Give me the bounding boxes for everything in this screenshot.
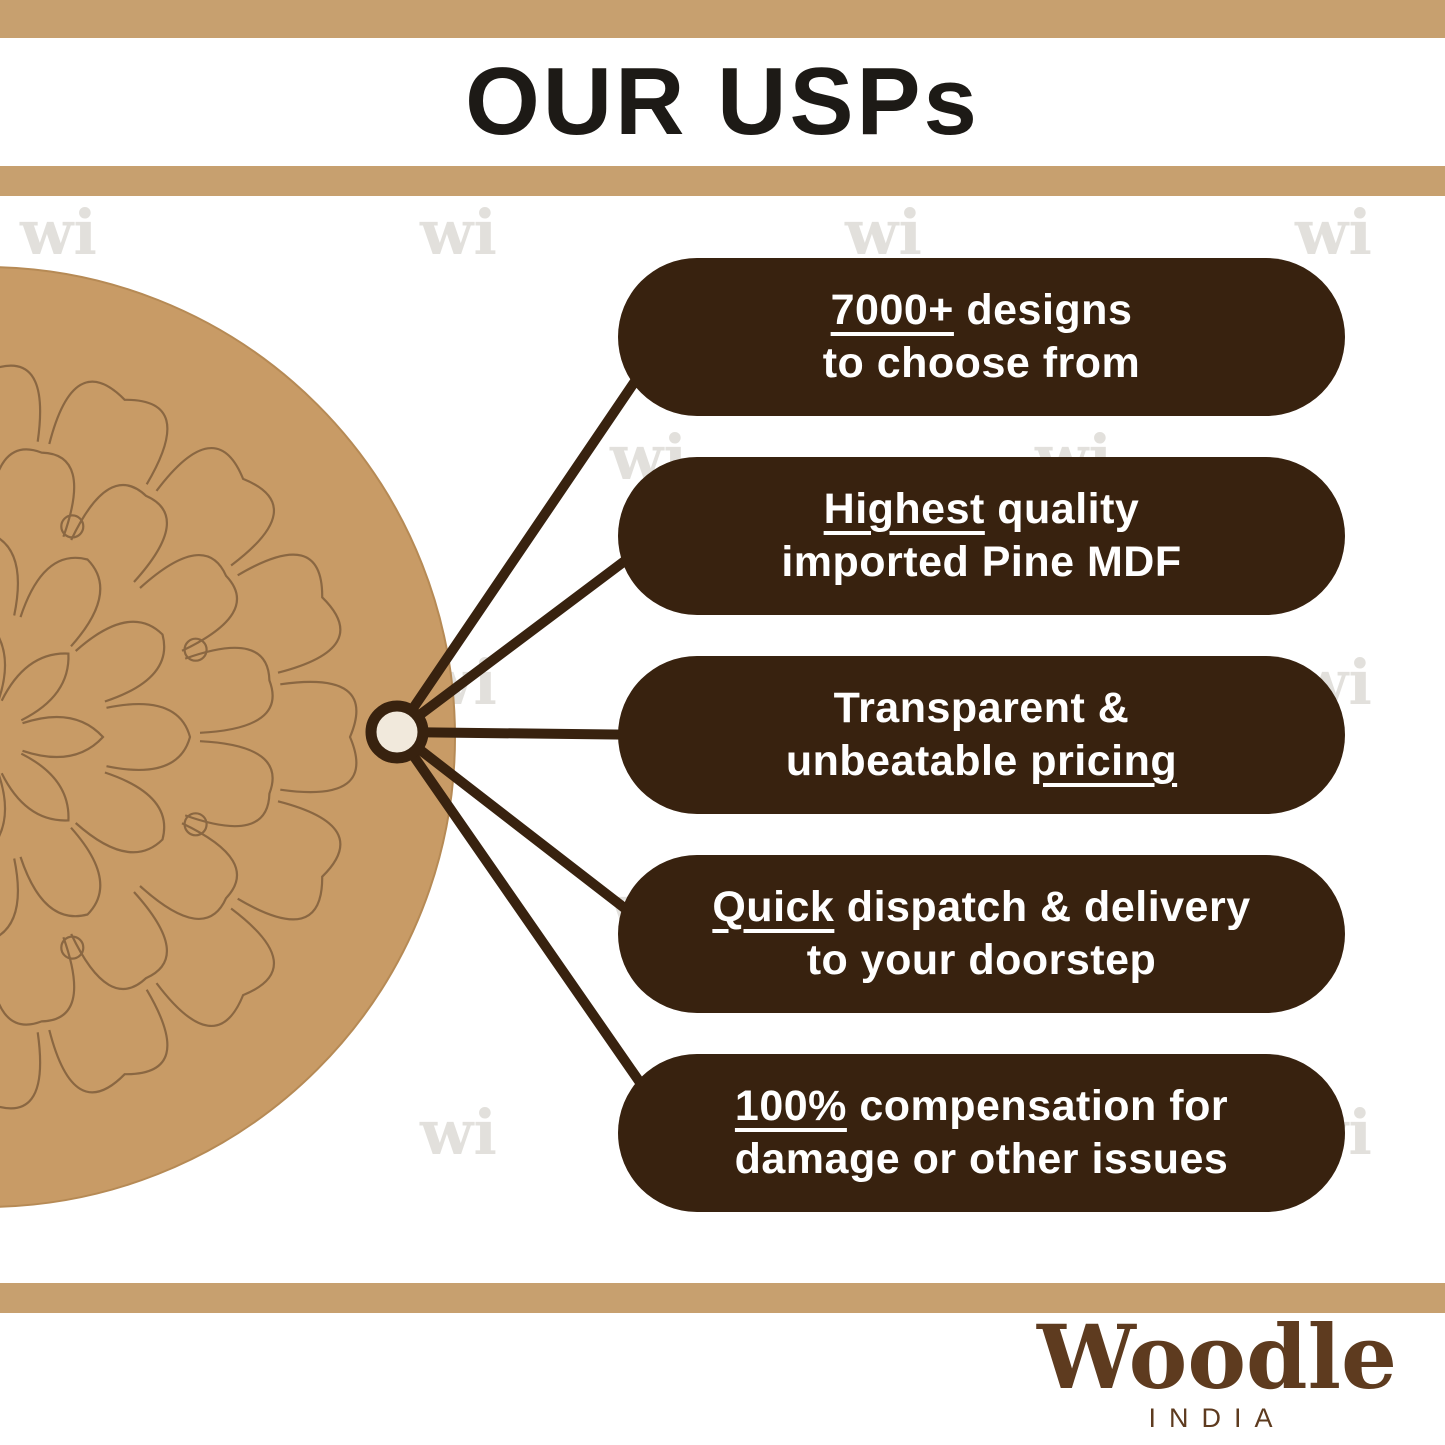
usp-line: 100% compensation for [735,1080,1228,1133]
brand-name: Woodle [1037,1305,1397,1409]
usp-line: Quick dispatch & delivery [712,881,1250,934]
usp-line: damage or other issues [735,1133,1229,1186]
usp-text: imported Pine MDF [781,538,1182,586]
brand-logo: Woodle INDIA [1037,1313,1397,1434]
usp-line: 7000+ designs [831,284,1133,337]
wi-watermark-icon: wi [1295,196,1372,269]
connector-lines [365,332,680,1138]
connector-line-3 [392,727,657,740]
usp-line: unbeatable pricing [786,735,1177,788]
usp-pill-3: Transparent &unbeatable pricing [618,656,1345,814]
wi-watermark-icon: wi [420,1096,497,1169]
hub-dot-icon [365,700,429,764]
mid-band [0,166,1445,196]
mandala-disc [0,266,456,1208]
usp-line: Highest quality [824,483,1140,536]
connector-line-1 [392,332,670,737]
usp-line: imported Pine MDF [781,536,1181,589]
usp-underlined-text: 100% [734,1081,847,1130]
bottom-band [0,1283,1445,1313]
usp-underlined-text: Highest [823,484,985,533]
main-area: wiwiwiwiwiwiwiwiwiwiwiwiwiwiwiwiwiwiwiwi… [0,196,1445,1283]
page-title: OUR USPs [465,48,980,155]
usp-text: dispatch & delivery [834,882,1251,931]
connector-line-5 [392,727,680,1138]
footer: Woodle INDIA [0,1313,1445,1445]
usp-underlined-text: 7000+ [830,285,954,334]
usp-underlined-text: pricing [1030,737,1178,785]
usp-text: quality [984,484,1140,533]
usp-line: to your doorstep [807,934,1157,987]
usp-text: Transparent & [833,683,1130,732]
usp-underlined-text: Quick [712,882,835,931]
usp-line: Transparent & [834,682,1130,735]
usp-text: unbeatable [785,737,1031,785]
usp-text: to your doorstep [806,936,1157,984]
wi-watermark-icon: wi [845,196,922,269]
brand-country: INDIA [1148,1403,1286,1433]
connector-line-2 [392,531,663,737]
usp-text: to choose from [822,339,1141,387]
usp-text: designs [953,285,1133,334]
wi-watermark-icon: wi [420,196,497,269]
wi-watermark-icon: wi [20,196,97,269]
connector-line-4 [392,727,663,939]
top-band [0,0,1445,38]
usp-line: to choose from [823,337,1141,390]
title-band: OUR USPs [0,38,1445,166]
usp-text: damage or other issues [734,1135,1229,1183]
usp-text: compensation for [846,1081,1229,1130]
